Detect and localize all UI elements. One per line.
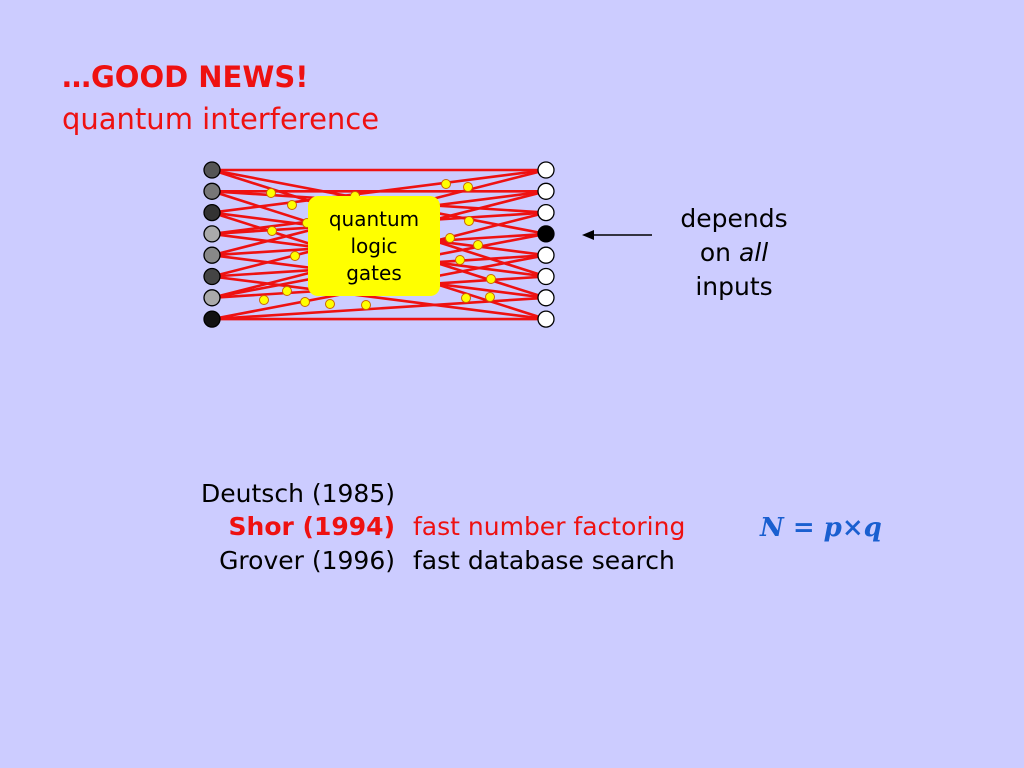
output-qubit-6 [537,289,555,307]
input-qubit-2 [203,203,221,222]
ref-shor-name: Shor (1994) [228,512,395,541]
gate-dot-15 [300,297,310,307]
gate-dot-18 [461,293,471,303]
ref-grover-description: fast database search [413,546,675,575]
slide-subtitle: quantum interference [62,102,380,136]
gate-dot-1 [287,200,297,210]
gate-dot-19 [485,292,495,302]
output-qubit-3 [537,225,555,243]
output-qubit-5 [537,267,555,286]
input-qubit-1 [203,182,221,200]
depends-annotation: depends on all inputs [656,202,812,304]
output-qubit-1 [537,182,555,200]
ref-shor-description: fast number factoring [413,512,686,541]
input-qubit-3 [203,225,221,243]
input-qubit-4 [203,246,221,264]
output-qubit-7 [537,310,555,328]
arrow-left-icon [582,230,652,240]
output-qubit-0 [537,161,555,179]
annotation-emphasis: all [738,238,769,267]
output-qubit-2 [537,203,555,222]
ref-deutsch-name: Deutsch (1985) [201,479,395,508]
gate-dot-17 [361,300,371,310]
annotation-prefix: on [699,238,739,267]
gate-dot-12 [486,274,496,284]
ref-grover-name: Grover (1996) [219,546,395,575]
gate-label-line3: gates [346,260,402,285]
input-qubit-6 [203,289,221,307]
gate-dot-7 [445,233,455,243]
gate-dot-0 [266,188,276,198]
gate-dot-5 [267,226,277,236]
gate-dot-4 [463,182,473,192]
input-qubit-7 [203,310,221,328]
wire-6 [211,168,547,214]
annotation-line2: on all [656,236,812,270]
quantum-logic-gates-box: quantum logic gates [308,196,440,296]
gate-label-line1: quantum [328,206,420,231]
gate-dot-10 [290,251,300,261]
gate-dot-16 [325,299,335,309]
annotation-line3: inputs [695,272,773,301]
gate-label-line2: logic [350,233,398,258]
input-qubits [203,161,221,328]
input-qubit-5 [203,267,221,286]
input-qubit-0 [203,161,221,179]
slide-title: …GOOD NEWS! [62,60,309,94]
output-qubits [537,161,555,328]
gate-dot-8 [473,240,483,250]
output-qubit-4 [537,246,555,264]
gate-dot-14 [259,295,269,305]
gate-dot-9 [464,216,474,226]
annotation-line1: depends [680,204,788,233]
gate-dot-13 [282,286,292,296]
factoring-formula: N = p×q [760,513,882,543]
gate-dot-11 [455,255,465,265]
gate-dot-3 [441,179,451,189]
